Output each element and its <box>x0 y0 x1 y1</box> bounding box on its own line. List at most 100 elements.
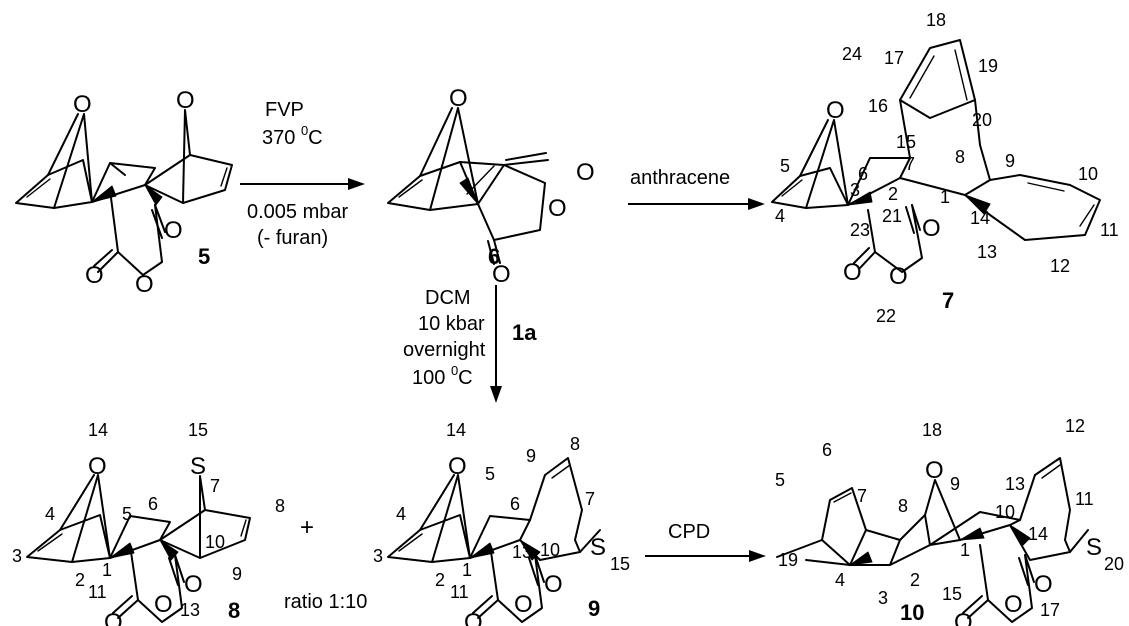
atom-number: 10 <box>205 532 225 552</box>
atom-number: 6 <box>510 494 520 514</box>
atom-O: O <box>85 262 104 289</box>
condition-pressure: 0.005 mbar <box>247 201 349 223</box>
atom-number: 8 <box>898 496 908 516</box>
compound-5: O O O O O 5 <box>15 87 233 298</box>
atom-number: 2 <box>888 184 898 204</box>
atom-number: 24 <box>842 44 862 64</box>
atom-O: O <box>925 457 944 484</box>
atom-number: 18 <box>922 420 942 440</box>
atom-O: O <box>922 215 941 242</box>
atom-O: O <box>154 591 173 618</box>
atom-O: O <box>88 453 107 480</box>
atom-number: 10 <box>1078 164 1098 184</box>
atom-number: 16 <box>868 96 888 116</box>
compound-label: 10 <box>900 600 924 625</box>
atom-number: 7 <box>210 476 220 496</box>
atom-number: 1 <box>940 187 950 207</box>
atom-number: 7 <box>585 489 595 509</box>
condition-reagent: CPD <box>668 521 710 543</box>
atom-number: 14 <box>446 420 466 440</box>
atom-number: 2 <box>435 570 445 590</box>
atom-number: 15 <box>942 584 962 604</box>
condition-solvent: DCM <box>425 287 471 309</box>
atom-number: 4 <box>396 504 406 524</box>
atom-number: 14 <box>1028 524 1048 544</box>
atom-number: 14 <box>970 208 990 228</box>
atom-S: S <box>190 453 206 480</box>
atom-number: 1 <box>462 560 472 580</box>
reaction-arrow-1: FVP 370 0C 0.005 mbar (- furan) <box>240 99 365 249</box>
compound-label: 9 <box>588 596 600 621</box>
atom-number: 15 <box>610 554 630 574</box>
atom-S: S <box>590 534 606 561</box>
atom-number: 3 <box>850 180 860 200</box>
atom-number: 22 <box>876 306 896 326</box>
atom-number: 9 <box>526 446 536 466</box>
atom-number: 3 <box>878 588 888 608</box>
atom-number: 9 <box>232 564 242 584</box>
atom-O: O <box>184 571 203 598</box>
atom-number: 21 <box>882 206 902 226</box>
atom-number: 10 <box>995 502 1015 522</box>
atom-number: 5 <box>780 156 790 176</box>
reaction-arrow-3: DCM 10 kbar overnight 100 0C 1a <box>403 285 537 403</box>
atom-number: 11 <box>450 582 469 602</box>
condition-time: overnight <box>403 339 486 361</box>
atom-O: O <box>826 97 845 124</box>
plus-sign: + <box>300 514 314 541</box>
atom-number: 6 <box>822 440 832 460</box>
atom-number: 20 <box>1104 554 1124 574</box>
atom-O: O <box>135 271 154 298</box>
atom-number: 3 <box>12 546 22 566</box>
atom-S: S <box>1086 534 1102 561</box>
atom-number: 2 <box>910 570 920 590</box>
atom-number: 8 <box>275 496 285 516</box>
compound-label: 6 <box>488 244 500 269</box>
compound-label: 7 <box>942 288 954 313</box>
atom-O: O <box>843 259 862 286</box>
atom-number: 4 <box>45 504 55 524</box>
product-ratio: ratio 1:10 <box>284 591 367 613</box>
condition-temperature: 100 0C <box>412 363 473 389</box>
atom-O: O <box>492 261 511 288</box>
condition-temperature: 370 0C <box>262 123 323 149</box>
atom-number: 23 <box>850 220 870 240</box>
atom-O: O <box>464 609 483 626</box>
atom-number: 17 <box>884 48 904 68</box>
atom-number: 3 <box>373 546 383 566</box>
atom-O: O <box>449 85 468 112</box>
atom-number: 5 <box>485 464 495 484</box>
atom-number: 18 <box>926 10 946 30</box>
reaction-arrow-4: CPD <box>645 521 766 562</box>
atom-number: 5 <box>775 470 785 490</box>
atom-number: 7 <box>905 154 915 174</box>
atom-number: 11 <box>1100 220 1119 240</box>
atom-number: 17 <box>1040 600 1060 620</box>
condition-byproduct: (- furan) <box>257 227 328 249</box>
atom-number: 19 <box>778 550 798 570</box>
atom-number: 6 <box>858 164 868 184</box>
atom-number: 13 <box>1005 474 1025 494</box>
reaction-arrow-2: anthracene <box>628 167 765 210</box>
compound-label: 8 <box>228 598 240 623</box>
atom-O: O <box>176 87 195 114</box>
atom-O: O <box>548 195 567 222</box>
atom-number: 5 <box>122 504 132 524</box>
atom-number: 15 <box>188 420 208 440</box>
compound-10: O S O O O 6 5 7 8 18 9 10 13 12 11 14 1 … <box>775 416 1124 626</box>
atom-O: O <box>448 453 467 480</box>
atom-number: 13 <box>180 600 200 620</box>
atom-O: O <box>514 591 533 618</box>
atom-number: 20 <box>972 110 992 130</box>
atom-O: O <box>104 609 123 626</box>
atom-number: 12 <box>1065 416 1085 436</box>
condition-reactant: 1a <box>512 320 537 345</box>
compound-6: O O O O 6 <box>387 85 595 288</box>
compound-7: O O O O 24 5 6 15 7 2 3 4 1 8 9 10 11 12… <box>771 10 1119 326</box>
atom-number: 1 <box>102 560 112 580</box>
atom-number: 2 <box>75 570 85 590</box>
atom-number: 19 <box>978 56 998 76</box>
atom-number: 13 <box>512 542 532 562</box>
atom-number: 10 <box>540 540 560 560</box>
